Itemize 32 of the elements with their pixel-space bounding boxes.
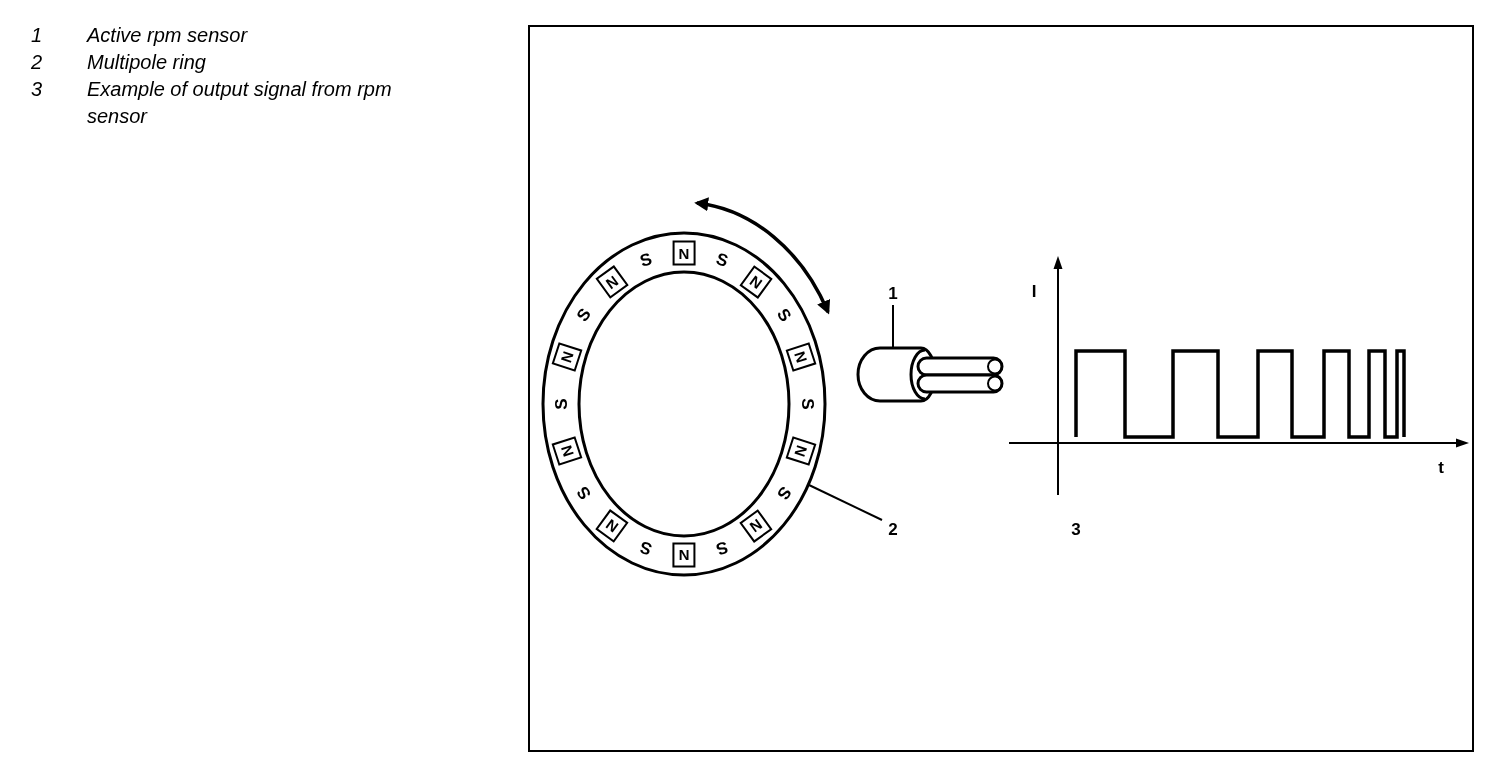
pole-letter: N [739,509,773,543]
key-number: 2 [31,50,43,75]
pole-letter: N [595,509,629,543]
axis-label: I [1031,282,1037,300]
pole-letter: N [672,240,696,266]
pole-letter: S [552,398,570,410]
callout-number: 2 [888,520,898,538]
callout-number: 3 [1071,520,1081,538]
pole-letter: S [637,537,654,558]
leader-line [808,484,883,521]
callout-number: 1 [888,284,898,302]
pole-letter: S [773,483,794,503]
pole-letter: S [714,537,730,558]
pole-letter: S [574,483,595,503]
pole-letter: N [785,435,817,466]
key-description: Active rpm sensor [87,23,249,48]
pole-letter: S [574,305,595,325]
key-number: 1 [31,23,43,48]
key-number: 3 [31,77,43,102]
key-description: Example of output signal from rpm sensor [87,77,393,129]
pole-letter: S [637,250,654,271]
pole-letter: N [739,265,773,299]
pole-letter: N [672,542,696,568]
key-description: Multipole ring [87,50,207,75]
pole-letter: S [773,305,794,325]
pole-letter: N [595,265,629,299]
pole-letter: S [714,250,730,271]
pole-letter: N [551,435,583,466]
pole-letter: N [785,342,817,373]
axis-label: t [1438,458,1444,476]
pole-letter: S [798,398,816,410]
pole-letter: N [551,342,583,373]
